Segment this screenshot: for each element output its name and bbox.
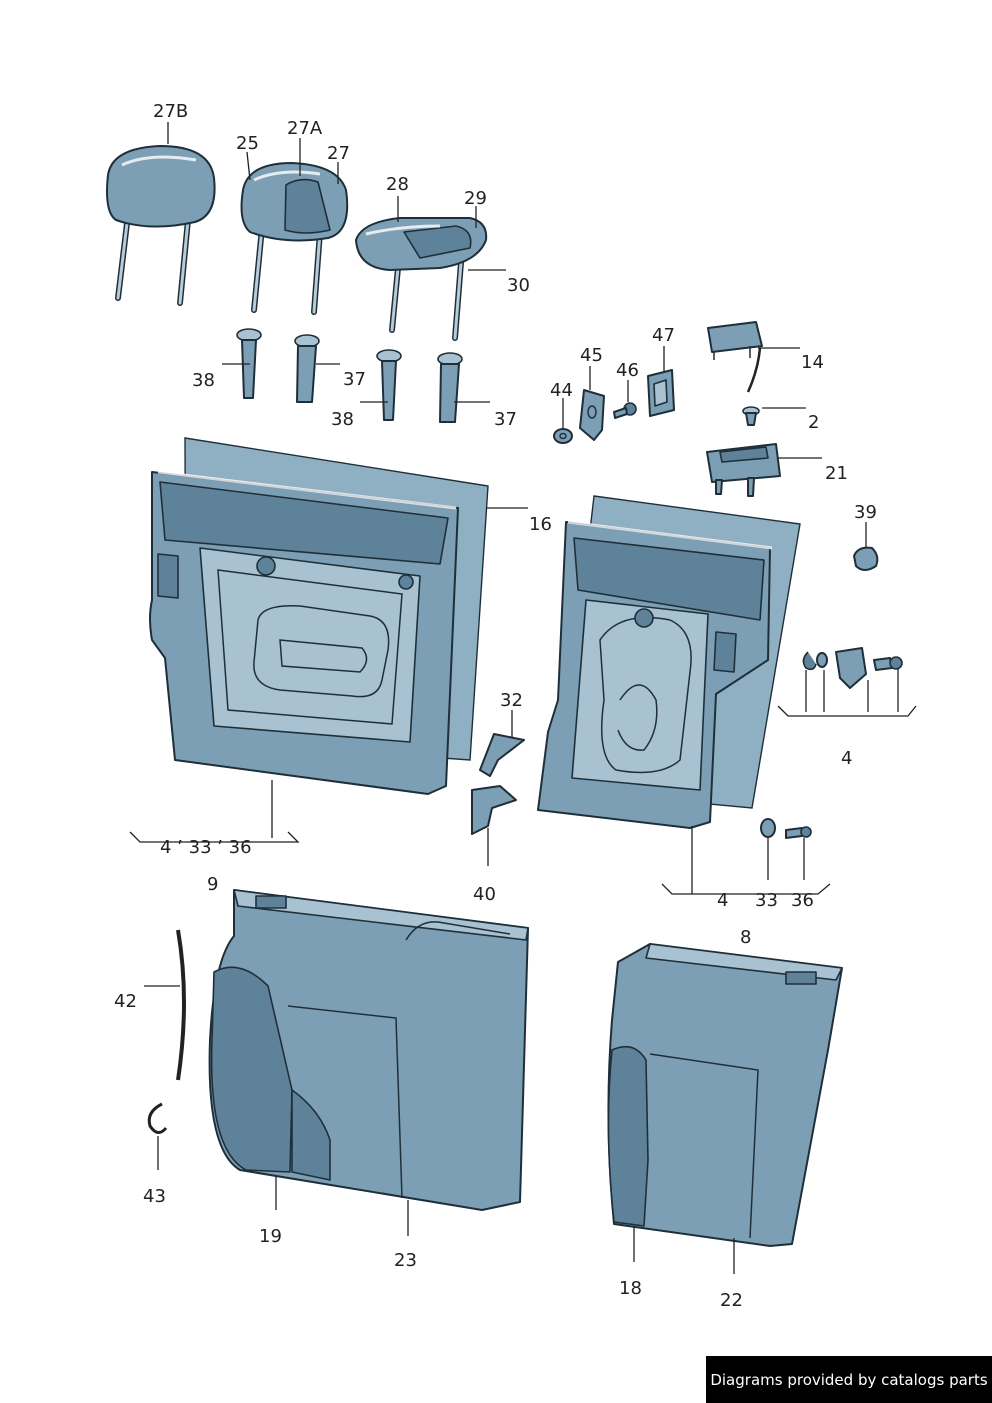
handle-14	[707, 321, 763, 393]
headrest-25	[240, 162, 349, 315]
trim-strip-42	[176, 929, 186, 1081]
label-21: 21	[825, 463, 848, 484]
guide-38-right	[376, 349, 402, 421]
label-30: 30	[507, 275, 530, 296]
label-27: 27	[327, 143, 350, 164]
label-18: 18	[619, 1278, 642, 1299]
label-47: 47	[652, 325, 675, 346]
release-button-2	[742, 406, 760, 426]
label-8-group-36: 36	[791, 890, 814, 911]
cover-47	[647, 369, 675, 417]
label-8-group-4: 4	[717, 890, 728, 911]
hinge-40	[471, 785, 517, 835]
housing-21	[706, 443, 781, 497]
bracket-45	[579, 389, 605, 441]
knob-39	[853, 546, 879, 571]
label-8: 8	[740, 927, 751, 948]
backrest-frame-8	[537, 520, 773, 829]
label-8-group-33: 33	[755, 890, 778, 911]
part-labels: 27B 25 27A 27 28 29 30 38 37 38 37 45 47…	[114, 101, 877, 1311]
label-38-left: 38	[192, 370, 215, 391]
label-27b: 27B	[153, 101, 188, 122]
headrest-28	[355, 217, 488, 341]
seat-cushion-19-23	[208, 889, 529, 1211]
label-28: 28	[386, 174, 409, 195]
label-37-right: 37	[494, 409, 517, 430]
label-32: 32	[500, 690, 523, 711]
label-23: 23	[394, 1250, 417, 1271]
label-19: 19	[259, 1226, 282, 1247]
label-38-right: 38	[331, 409, 354, 430]
guide-37-right	[437, 352, 463, 423]
label-46: 46	[616, 360, 639, 381]
label-43: 43	[143, 1186, 166, 1207]
label-9-group: 4 ’ 33 ’ 36	[160, 837, 252, 858]
label-42: 42	[114, 991, 137, 1012]
latch-32	[479, 733, 525, 777]
label-29: 29	[464, 188, 487, 209]
label-16: 16	[529, 514, 552, 535]
label-4-right: 4	[841, 748, 852, 769]
label-45: 45	[580, 345, 603, 366]
label-39: 39	[854, 502, 877, 523]
label-2: 2	[808, 412, 819, 433]
fastener-33-36	[760, 818, 812, 839]
label-44: 44	[550, 380, 573, 401]
label-25: 25	[236, 133, 259, 154]
label-9: 9	[207, 874, 218, 895]
label-40: 40	[473, 884, 496, 905]
backrest-frame-9	[149, 470, 459, 795]
label-37-left: 37	[343, 369, 366, 390]
screw-46	[613, 402, 637, 419]
label-14: 14	[801, 352, 824, 373]
credit-banner: Diagrams provided by catalogs parts	[706, 1356, 992, 1403]
fastener-group-4-right	[802, 647, 903, 689]
headrest-27b	[106, 145, 216, 306]
guide-37-left	[294, 334, 320, 403]
label-27a: 27A	[287, 118, 323, 139]
seat-cushion-18-22	[607, 943, 843, 1247]
leader-lines	[129, 122, 917, 1274]
clip-43	[147, 1102, 168, 1134]
washer-44	[553, 428, 573, 444]
guide-38-left	[236, 328, 262, 399]
label-22: 22	[720, 1290, 743, 1311]
